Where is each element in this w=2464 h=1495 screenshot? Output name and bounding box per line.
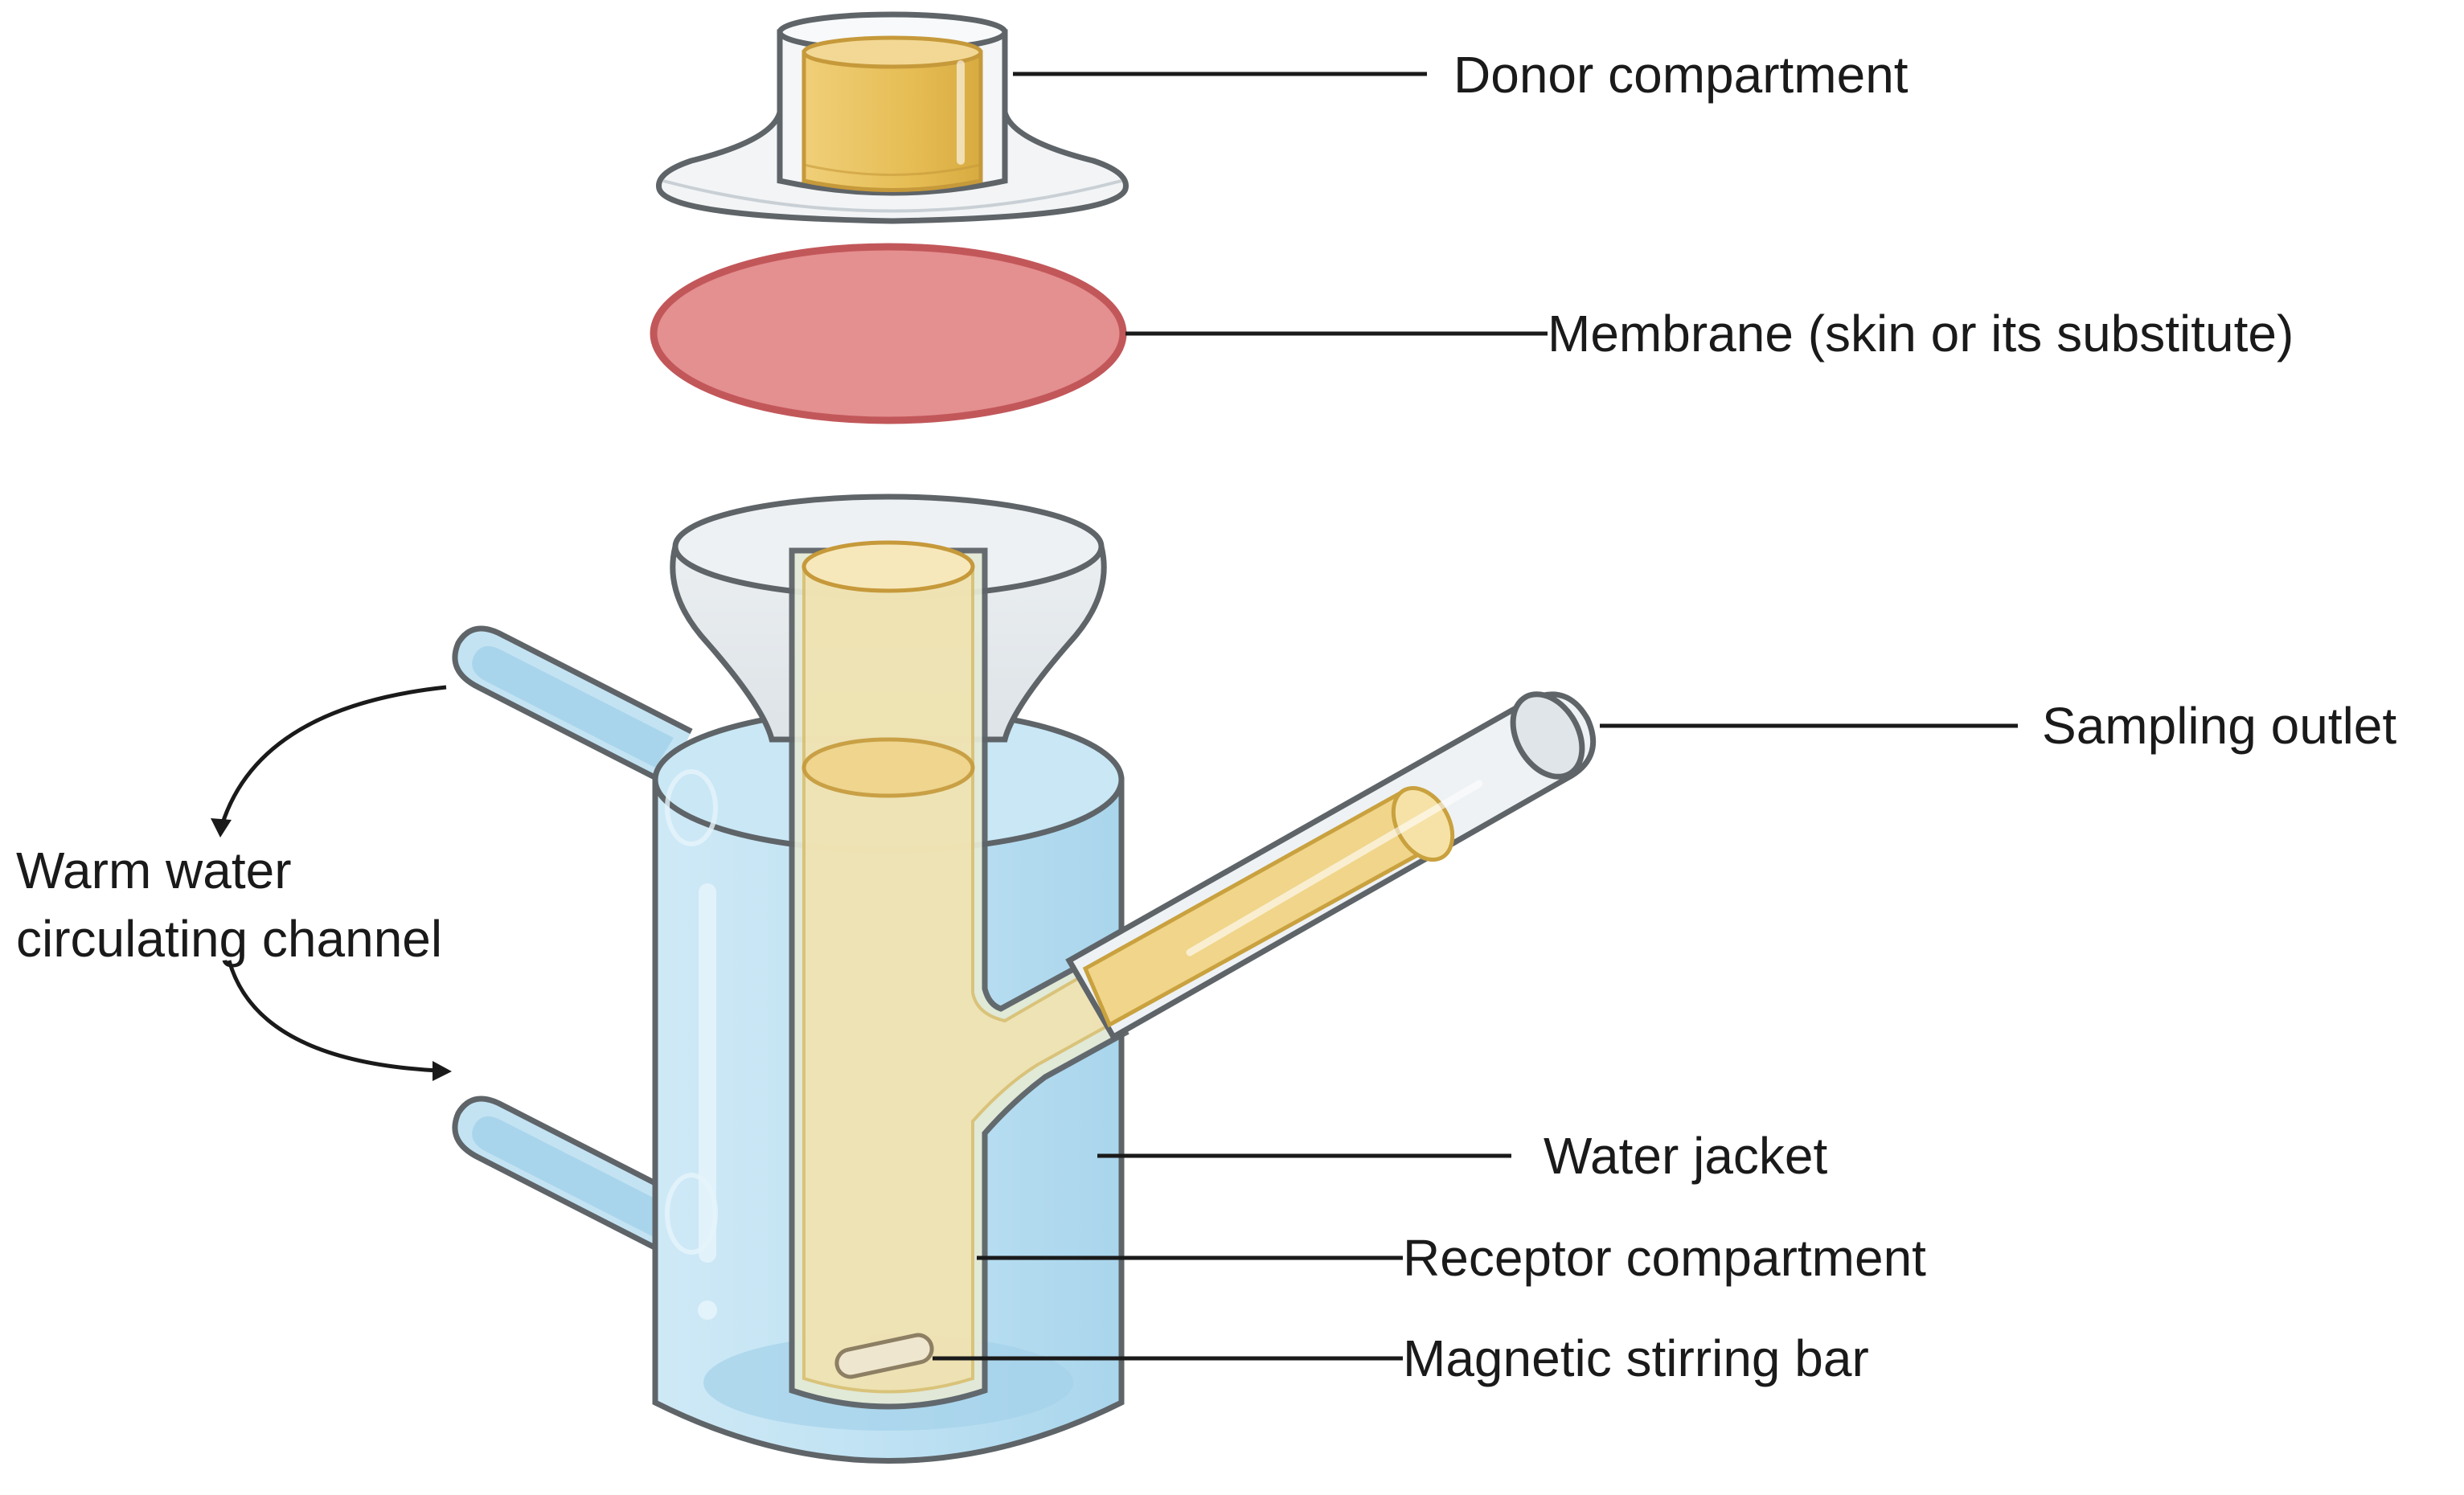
donor-fluid <box>802 50 983 192</box>
warm-water-outlet-tube <box>452 1096 693 1257</box>
label-water-jacket: Water jacket <box>1544 1127 1828 1185</box>
leader-lines <box>211 72 2018 1361</box>
warm-water-arrow-out <box>227 960 439 1073</box>
label-receptor-compartment: Receptor compartment <box>1403 1229 1926 1287</box>
warm-water-arrow-in <box>219 685 447 829</box>
receptor-cell <box>452 494 1597 1464</box>
label-magnetic-stirring-bar: Magnetic stirring bar <box>1403 1329 1869 1387</box>
label-warm-water-line1: Warm water <box>16 842 292 899</box>
donor-compartment <box>656 11 1129 224</box>
membrane-disc <box>650 243 1127 424</box>
warm-water-arrow-out-head <box>433 1061 452 1081</box>
labels: Donor compartment Membrane (skin or its … <box>16 46 2396 1387</box>
warm-water-inlet-tube <box>452 625 693 787</box>
warm-water-arrow-in-head <box>211 818 232 838</box>
label-donor-compartment: Donor compartment <box>1453 46 1908 104</box>
sampling-outlet-arm <box>1065 691 1597 1041</box>
label-warm-water-line2: circulating channel <box>16 910 442 968</box>
magnetic-stirring-bar <box>834 1333 934 1379</box>
label-membrane: Membrane (skin or its substitute) <box>1548 305 2294 362</box>
label-sampling-outlet: Sampling outlet <box>2042 697 2396 755</box>
